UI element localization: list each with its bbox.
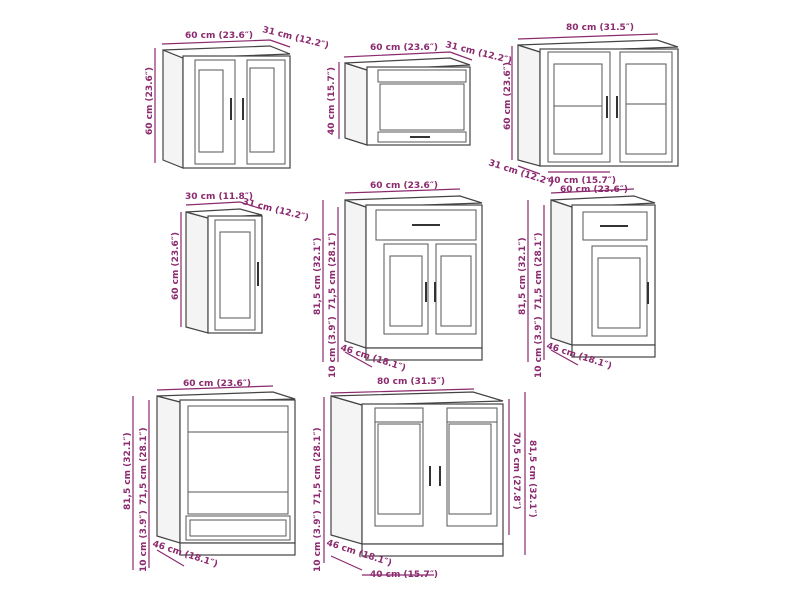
wall-cabinet-2-door: 60 cm (23.6″) 31 cm (12.2″) 60 cm (23.6″…	[145, 25, 330, 169]
width-label: 60 cm (23.6″)	[183, 379, 251, 389]
door-width-label: 40 cm (15.7″)	[370, 570, 438, 580]
plinth-label: 10 cm (3.9″)	[534, 316, 544, 378]
plinth-label: 10 cm (3.9″)	[328, 316, 338, 378]
sink-cabinet: 80 cm (31.5″) 71,5 cm (28.1″) 10 cm (3.9…	[313, 377, 537, 580]
height-label: 40 cm (15.7″)	[327, 67, 337, 135]
total-height-label: 81,5 cm (32.1″)	[313, 237, 323, 315]
width-label: 60 cm (23.6″)	[370, 181, 438, 191]
height-label: 60 cm (23.6″)	[145, 67, 155, 135]
wall-cabinet-narrow: 30 cm (11.8″) 31 cm (12.2″) 60 cm (23.6″…	[171, 192, 310, 334]
base-cabinet-drawer-1-door: 60 cm (23.6″) 81,5 cm (32.1″) 71,5 cm (2…	[518, 185, 656, 378]
total-height-label: 81,5 cm (32.1″)	[527, 440, 537, 518]
width-label: 60 cm (23.6″)	[560, 185, 628, 195]
width-label: 60 cm (23.6″)	[185, 31, 253, 41]
plinth-label: 10 cm (3.9″)	[313, 510, 323, 572]
wall-cabinet-flap: 60 cm (23.6″) 31 cm (12.2″) 40 cm (15.7″…	[327, 40, 513, 146]
width-label: 30 cm (11.8″)	[185, 192, 253, 202]
body-height-label: 71,5 cm (28.1″)	[534, 232, 544, 310]
body-height-label: 71,5 cm (28.1″)	[328, 232, 338, 310]
plinth-label: 10 cm (3.9″)	[139, 510, 149, 572]
door-width-label: 40 cm (15.7″)	[548, 176, 616, 186]
total-height-label: 81,5 cm (32.1″)	[123, 432, 133, 510]
width-label: 80 cm (31.5″)	[377, 377, 445, 387]
width-label: 60 cm (23.6″)	[370, 43, 438, 53]
wall-cabinet-glass: 80 cm (31.5″) 60 cm (23.6″) 31 cm (12.2″…	[487, 23, 679, 189]
base-cabinet-drawer-2-door: 60 cm (23.6″) 81,5 cm (32.1″) 71,5 cm (2…	[313, 181, 483, 378]
oven-cabinet: 60 cm (23.6″) 81,5 cm (32.1″) 71,5 cm (2…	[123, 379, 296, 572]
height-label: 60 cm (23.6″)	[503, 62, 513, 130]
inner-height-label: 70,5 cm (27.8″)	[511, 432, 521, 510]
body-height-label: 71,5 cm (28.1″)	[139, 427, 149, 505]
body-height-label: 71,5 cm (28.1″)	[313, 427, 323, 505]
total-height-label: 81,5 cm (32.1″)	[518, 237, 528, 315]
width-label: 80 cm (31.5″)	[566, 23, 634, 33]
height-label: 60 cm (23.6″)	[171, 232, 181, 300]
